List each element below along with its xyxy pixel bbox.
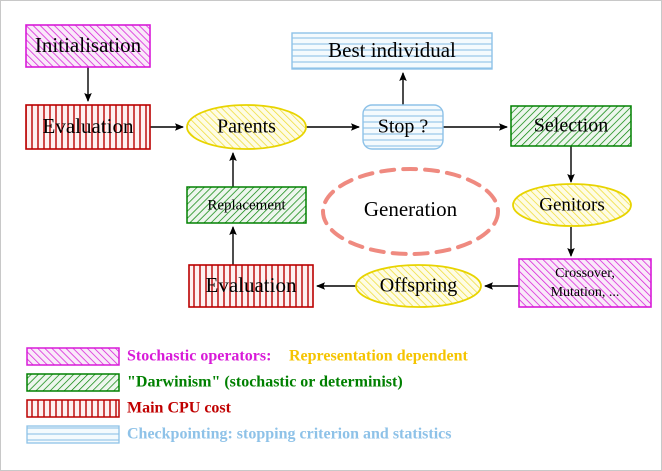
legend-row-darwinism: "Darwinism" (stochastic or determinist) xyxy=(26,373,403,392)
legend-label-representation-dependent: Representation dependent xyxy=(289,348,468,365)
node-evaluation-top-shape[interactable] xyxy=(25,104,151,150)
legend-swatch-red-vertical xyxy=(26,399,120,418)
node-initialisation[interactable]: Initialisation xyxy=(25,24,151,68)
node-evaluation-bottom-label: Evaluation xyxy=(206,273,297,297)
node-crossover-mutation-shape[interactable] xyxy=(518,258,652,308)
node-evaluation-bottom-shape[interactable] xyxy=(188,264,314,308)
node-parents-label: Parents xyxy=(217,116,276,138)
node-stop-shape[interactable] xyxy=(362,104,444,150)
node-generation-shape xyxy=(321,167,500,256)
node-parents[interactable]: Parents xyxy=(186,104,307,150)
node-best-individual-shape[interactable] xyxy=(291,32,493,70)
node-best-individual-label: Best individual xyxy=(328,38,456,62)
node-replacement-label: Replacement xyxy=(207,197,286,213)
node-crossover-mutation[interactable]: Crossover, Mutation, ... xyxy=(518,258,652,308)
legend-row-checkpointing: Checkpointing: stopping criterion and st… xyxy=(26,425,451,444)
node-offspring-label: Offspring xyxy=(380,275,457,297)
node-offspring-shape[interactable] xyxy=(355,264,482,308)
node-selection-label: Selection xyxy=(534,115,608,137)
legend-swatch-magenta-diagonal xyxy=(26,347,120,366)
legend-row-stochastic-operators: Stochastic operators: Representation dep… xyxy=(26,347,468,366)
node-initialisation-label: Initialisation xyxy=(35,33,142,57)
node-evaluation-top[interactable]: Evaluation xyxy=(25,104,151,150)
node-parents-shape[interactable] xyxy=(186,104,307,150)
node-offspring[interactable]: Offspring xyxy=(355,264,482,308)
legend-swatch-blue-horizontal xyxy=(26,425,120,444)
node-stop[interactable]: Stop ? xyxy=(362,104,444,150)
node-genitors-label: Genitors xyxy=(539,194,604,215)
legend-label-stochastic-operators: Stochastic operators: xyxy=(127,348,271,365)
node-replacement[interactable]: Replacement xyxy=(186,186,307,224)
node-selection[interactable]: Selection xyxy=(510,105,632,147)
node-crossover-mutation-label-line2: Mutation, ... xyxy=(551,285,620,300)
node-selection-shape[interactable] xyxy=(510,105,632,147)
node-stop-label: Stop ? xyxy=(378,116,429,138)
legend-label-main-cpu-cost: Main CPU cost xyxy=(127,400,232,417)
node-genitors[interactable]: Genitors xyxy=(512,183,632,227)
node-initialisation-shape[interactable] xyxy=(25,24,151,68)
legend-row-main-cpu-cost: Main CPU cost xyxy=(26,399,232,418)
legend-label-checkpointing: Checkpointing: stopping criterion and st… xyxy=(127,426,451,443)
node-generation: Generation xyxy=(321,167,500,256)
node-genitors-shape[interactable] xyxy=(512,183,632,227)
node-generation-label: Generation xyxy=(364,197,458,221)
legend-swatch-green-diagonal xyxy=(26,373,120,392)
node-evaluation-top-label: Evaluation xyxy=(43,114,134,138)
node-replacement-shape[interactable] xyxy=(186,186,307,224)
node-best-individual[interactable]: Best individual xyxy=(291,32,493,70)
legend-label-darwinism: "Darwinism" (stochastic or determinist) xyxy=(127,374,403,391)
legend: Stochastic operators: Representation dep… xyxy=(26,347,468,444)
node-crossover-mutation-label-line1: Crossover, xyxy=(555,266,615,281)
node-evaluation-bottom[interactable]: Evaluation xyxy=(188,264,314,308)
edges-layer xyxy=(84,67,575,290)
